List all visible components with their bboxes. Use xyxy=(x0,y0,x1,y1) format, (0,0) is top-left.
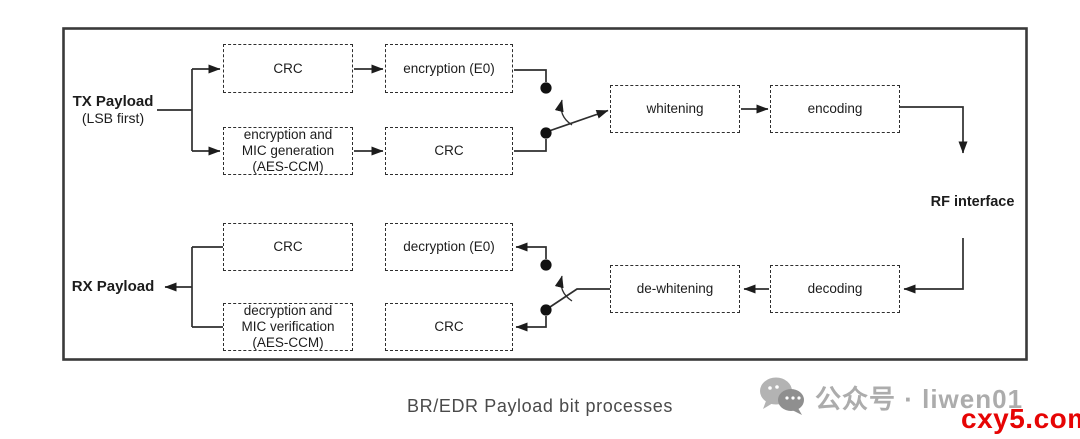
box-rx-crc-bottom: CRC xyxy=(385,303,513,351)
box-label: decryption (E0) xyxy=(403,239,495,255)
box-tx-encryption-mic-generation: encryption and MIC generation (AES-CCM) xyxy=(223,127,353,175)
box-label: CRC xyxy=(434,319,464,335)
watermark-account-text: 公众号 · liwen01 xyxy=(815,384,1024,414)
box-tx-encryption-e0: encryption (E0) xyxy=(385,44,513,93)
diagram-frame xyxy=(62,27,1028,361)
box-label: decryption and MIC verification (AES-CCM… xyxy=(241,303,335,350)
box-rx-crc-top: CRC xyxy=(223,223,353,271)
figure-caption: BR/EDR Payload bit processes xyxy=(407,396,673,416)
box-label: CRC xyxy=(273,239,303,255)
watermark-site-text: cxy5.com xyxy=(961,403,1080,434)
tx-payload-subtitle: (LSB first) xyxy=(81,109,145,126)
box-encoding: encoding xyxy=(770,85,900,133)
box-label: encryption (E0) xyxy=(403,60,495,76)
box-label: CRC xyxy=(434,143,464,159)
tx-switch-contact-top xyxy=(540,82,552,94)
tx-switch-contact-bottom xyxy=(540,127,552,139)
box-label: decoding xyxy=(807,281,863,297)
rx-switch-rotation-arrow xyxy=(554,275,573,302)
box-tx-crc-bottom: CRC xyxy=(385,127,513,175)
box-label: CRC xyxy=(273,60,303,76)
box-label: whitening xyxy=(646,101,704,117)
rx-wires xyxy=(164,238,964,332)
tx-payload-title: TX Payload xyxy=(72,93,154,110)
box-decoding: decoding xyxy=(770,265,900,313)
rx-payload-label: RX Payload xyxy=(71,278,155,295)
rf-interface-label: RF interface xyxy=(930,194,1015,210)
box-tx-crc-top: CRC xyxy=(223,44,353,93)
box-label: encryption and MIC generation (AES-CCM) xyxy=(241,127,335,174)
tx-switch-rotation-arrow xyxy=(554,99,573,126)
box-dewhitening: de-whitening xyxy=(610,265,740,313)
switch-contact-dots xyxy=(540,82,552,316)
box-label: de-whitening xyxy=(636,281,714,297)
tx-payload-label: TX Payload (LSB first) xyxy=(68,93,158,126)
rx-switch-contact-bottom xyxy=(540,304,552,316)
wechat-icon xyxy=(760,377,804,415)
rx-switch-contact-top xyxy=(540,259,552,271)
box-whitening: whitening xyxy=(610,85,740,133)
box-rx-decryption-e0: decryption (E0) xyxy=(385,223,513,271)
tx-wires xyxy=(157,64,968,156)
box-rx-decryption-mic-verification: decryption and MIC verification (AES-CCM… xyxy=(223,303,353,351)
box-label: encoding xyxy=(807,101,863,117)
